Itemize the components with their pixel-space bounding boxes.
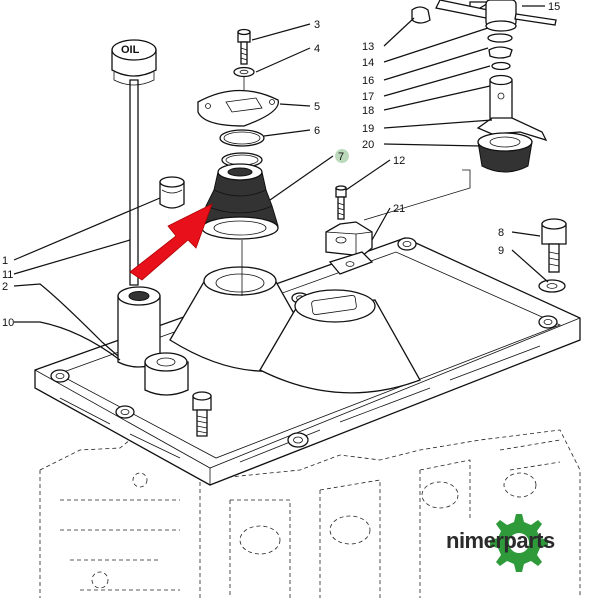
callout-3: 3 bbox=[314, 19, 320, 31]
cone-tower-right bbox=[259, 289, 421, 394]
callout-8: 8 bbox=[498, 227, 504, 239]
washer-4 bbox=[233, 66, 255, 78]
rubber-boot-7 bbox=[201, 163, 279, 240]
highlight-arrow bbox=[129, 203, 213, 281]
callout-21: 21 bbox=[393, 203, 405, 215]
brand-name: nimerparts bbox=[446, 528, 555, 553]
callout-18: 18 bbox=[362, 105, 374, 117]
callout-1: 1 bbox=[2, 255, 8, 267]
bolt-12 bbox=[335, 185, 347, 220]
callout-19: 19 bbox=[362, 123, 374, 135]
callout-labels: 3 4 5 6 7 12 21 1 11 2 10 8 9 13 14 16 1… bbox=[2, 1, 560, 329]
plate-5 bbox=[197, 89, 279, 127]
leader-lines bbox=[13, 5, 549, 361]
bracket-21 bbox=[325, 221, 374, 275]
callout-16: 16 bbox=[362, 75, 374, 87]
cover-plate bbox=[34, 237, 581, 486]
brand-gear-icon bbox=[490, 514, 548, 572]
callout-5: 5 bbox=[314, 101, 320, 113]
spacer-sleeve bbox=[144, 352, 189, 396]
callout-13: 13 bbox=[362, 41, 374, 53]
bolt-8 bbox=[541, 218, 567, 273]
washer-9 bbox=[538, 279, 566, 293]
callout-12: 12 bbox=[393, 155, 405, 167]
callout-4: 4 bbox=[314, 43, 320, 55]
grommet bbox=[159, 176, 185, 209]
callout-11: 11 bbox=[2, 269, 13, 281]
callout-2: 2 bbox=[2, 281, 8, 293]
callout-10: 10 bbox=[2, 317, 14, 329]
bolt-3 bbox=[237, 28, 251, 65]
lever-assembly bbox=[411, 0, 557, 173]
callout-20: 20 bbox=[362, 139, 374, 151]
callout-7-highlight bbox=[335, 149, 349, 163]
callout-7: 7 bbox=[338, 151, 344, 163]
bolt-underside bbox=[192, 391, 212, 437]
dipstick-boss bbox=[117, 286, 161, 368]
oil-dipstick: OIL bbox=[111, 39, 157, 286]
o-ring-6 bbox=[219, 129, 265, 168]
callout-15: 15 bbox=[548, 1, 560, 13]
callout-6: 6 bbox=[314, 125, 320, 137]
callout-14: 14 bbox=[362, 57, 374, 69]
engine-block-outline bbox=[39, 429, 581, 598]
dipstick-oil-label: OIL bbox=[121, 44, 140, 56]
callout-9: 9 bbox=[498, 245, 504, 257]
callout-17: 17 bbox=[362, 91, 374, 103]
